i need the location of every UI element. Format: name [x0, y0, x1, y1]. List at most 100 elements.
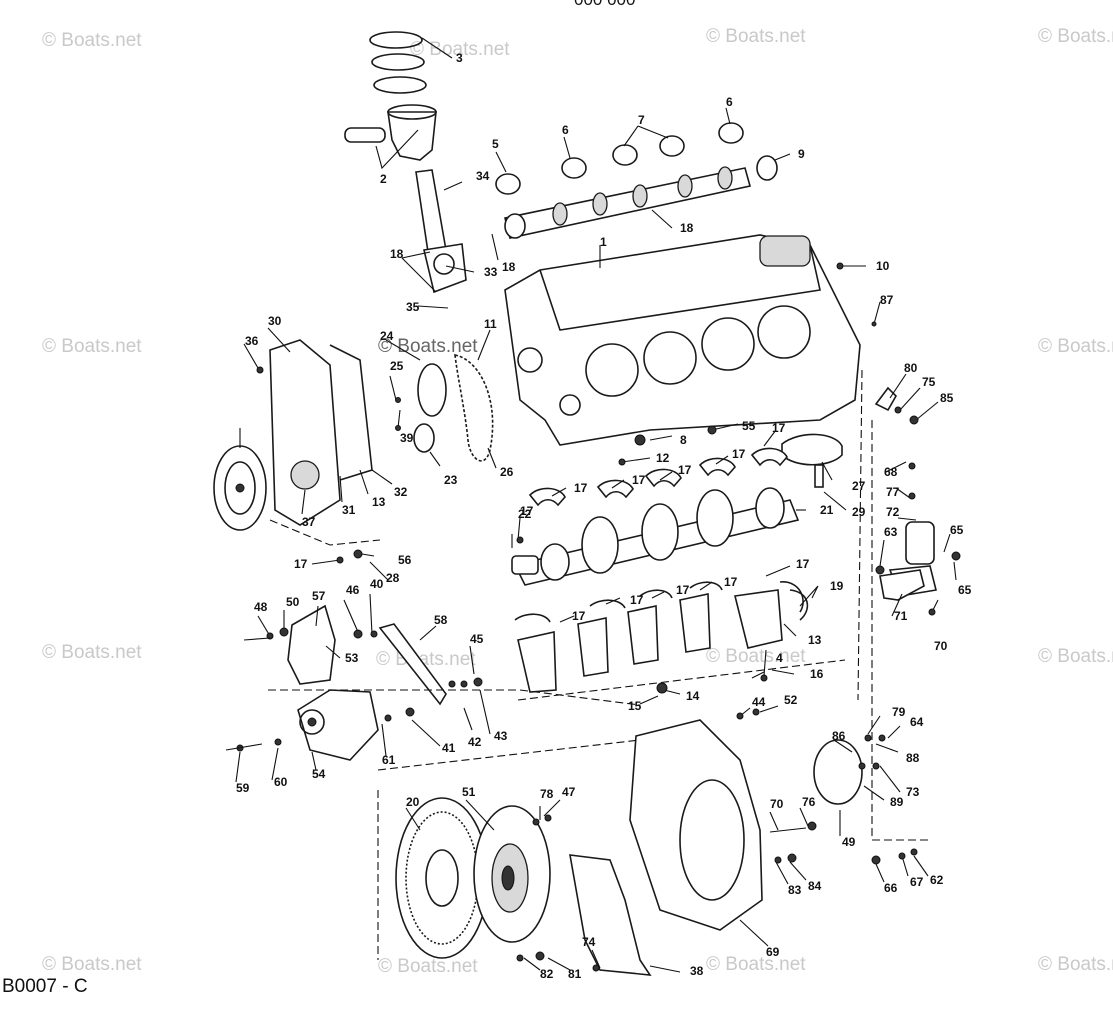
- part-label: 32: [394, 485, 408, 499]
- part-label: 87: [880, 293, 894, 307]
- part-label: 25: [390, 359, 404, 373]
- part-label: 77: [886, 485, 900, 499]
- assembly-line: [377, 739, 641, 771]
- part-label: 36: [245, 334, 259, 348]
- strap: [378, 623, 447, 706]
- part-label: 57: [312, 589, 326, 603]
- part-label: 88: [906, 751, 920, 765]
- part-label: 55: [742, 419, 756, 433]
- part-label: 23: [444, 473, 458, 487]
- part-label: 78: [540, 787, 554, 801]
- part-label: 51: [462, 785, 476, 799]
- part-label: 22: [518, 507, 532, 521]
- part-label: 69: [766, 945, 780, 959]
- clutch-disc: [473, 805, 551, 943]
- camshaft: [504, 166, 751, 239]
- part-label: 41: [442, 741, 456, 755]
- part-label: 60: [274, 775, 288, 789]
- part-label: 86: [832, 729, 846, 743]
- part-label: 17: [732, 447, 746, 461]
- part-label: 1: [600, 235, 607, 249]
- connecting-rod: [415, 169, 467, 294]
- part-label: 81: [568, 967, 582, 981]
- part-label: 59: [236, 781, 250, 795]
- watermark-text: © Boats.net: [1038, 336, 1113, 357]
- watermark-text: © Boats.net: [1038, 26, 1113, 47]
- watermark-text: © Boats.net: [42, 642, 142, 663]
- main-bearings-upper: [528, 447, 788, 507]
- part-label: 33: [484, 265, 498, 279]
- part-label: 62: [930, 873, 944, 887]
- watermark-text: © Boats.net: [42, 954, 142, 975]
- part-label: 30: [268, 314, 282, 328]
- part-label: 64: [910, 715, 924, 729]
- part-label: 43: [494, 729, 508, 743]
- part-label: 7: [638, 113, 645, 127]
- watermark-text: © Boats.net: [706, 26, 806, 47]
- part-label: 67: [910, 875, 924, 889]
- watermark-text: © Boats.net: [1038, 646, 1113, 667]
- part-label: 61: [382, 753, 396, 767]
- main-bearing-caps: [514, 581, 783, 693]
- part-label: 17: [520, 504, 534, 518]
- watermark-text: © Boats.net: [1038, 954, 1113, 975]
- part-label: 74: [582, 935, 596, 949]
- harmonic-balancer: [213, 445, 267, 531]
- engine-parts-drawing: [213, 31, 961, 976]
- watermark-text: © Boats.net: [410, 39, 510, 60]
- part-label: 12: [656, 451, 670, 465]
- part-label: 42: [468, 735, 482, 749]
- oil-pump: [781, 433, 843, 488]
- part-label: 76: [802, 795, 816, 809]
- part-label: 54: [312, 767, 326, 781]
- camshaft-bearings: [495, 122, 778, 195]
- inspection-plate: [813, 739, 863, 805]
- assembly-line: [857, 369, 863, 701]
- filter-bracket: [879, 569, 925, 601]
- part-label: 53: [345, 651, 359, 665]
- part-label: 49: [842, 835, 856, 849]
- bell-housing: [629, 719, 763, 931]
- part-label: 27: [852, 479, 866, 493]
- part-label: 5: [492, 137, 499, 151]
- part-label: 70: [770, 797, 784, 811]
- part-label: 38: [690, 964, 704, 978]
- part-label: 84: [808, 879, 822, 893]
- assembly-line: [871, 420, 930, 841]
- rear-main-seal: [779, 581, 809, 621]
- part-label: 26: [500, 465, 514, 479]
- part-label: 48: [254, 600, 268, 614]
- water-pump: [297, 689, 379, 761]
- part-label: 44: [752, 695, 766, 709]
- part-label: 80: [904, 361, 918, 375]
- watermark-text: © Boats.net: [42, 336, 142, 357]
- timing-sprocket-and-chain: [413, 353, 494, 462]
- part-label: 68: [884, 465, 898, 479]
- part-label: 13: [808, 633, 822, 647]
- part-label: 4: [776, 651, 783, 665]
- part-label: 14: [686, 689, 700, 703]
- part-label: 83: [788, 883, 802, 897]
- part-label: 37: [302, 515, 316, 529]
- part-label: 17: [630, 593, 644, 607]
- part-label: 72: [886, 505, 900, 519]
- timing-cover: [269, 339, 373, 526]
- part-label: 73: [906, 785, 920, 799]
- leader-lines: [235, 37, 957, 973]
- part-label: 82: [540, 967, 554, 981]
- part-label: 58: [434, 613, 448, 627]
- part-label: 66: [884, 881, 898, 895]
- part-label: 13: [372, 495, 386, 509]
- part-label: 75: [922, 375, 936, 389]
- part-label: 17: [572, 609, 586, 623]
- watermark-text: © Boats.net: [378, 956, 478, 977]
- part-label: 63: [884, 525, 898, 539]
- part-label: 2: [380, 172, 387, 186]
- part-label: 85: [940, 391, 954, 405]
- watermark-text: © Boats.net: [706, 954, 806, 975]
- piston: [344, 104, 437, 161]
- part-label: 45: [470, 632, 484, 646]
- part-label: 11: [484, 317, 497, 331]
- hardware-fasteners: [225, 262, 961, 972]
- part-label: 47: [562, 785, 576, 799]
